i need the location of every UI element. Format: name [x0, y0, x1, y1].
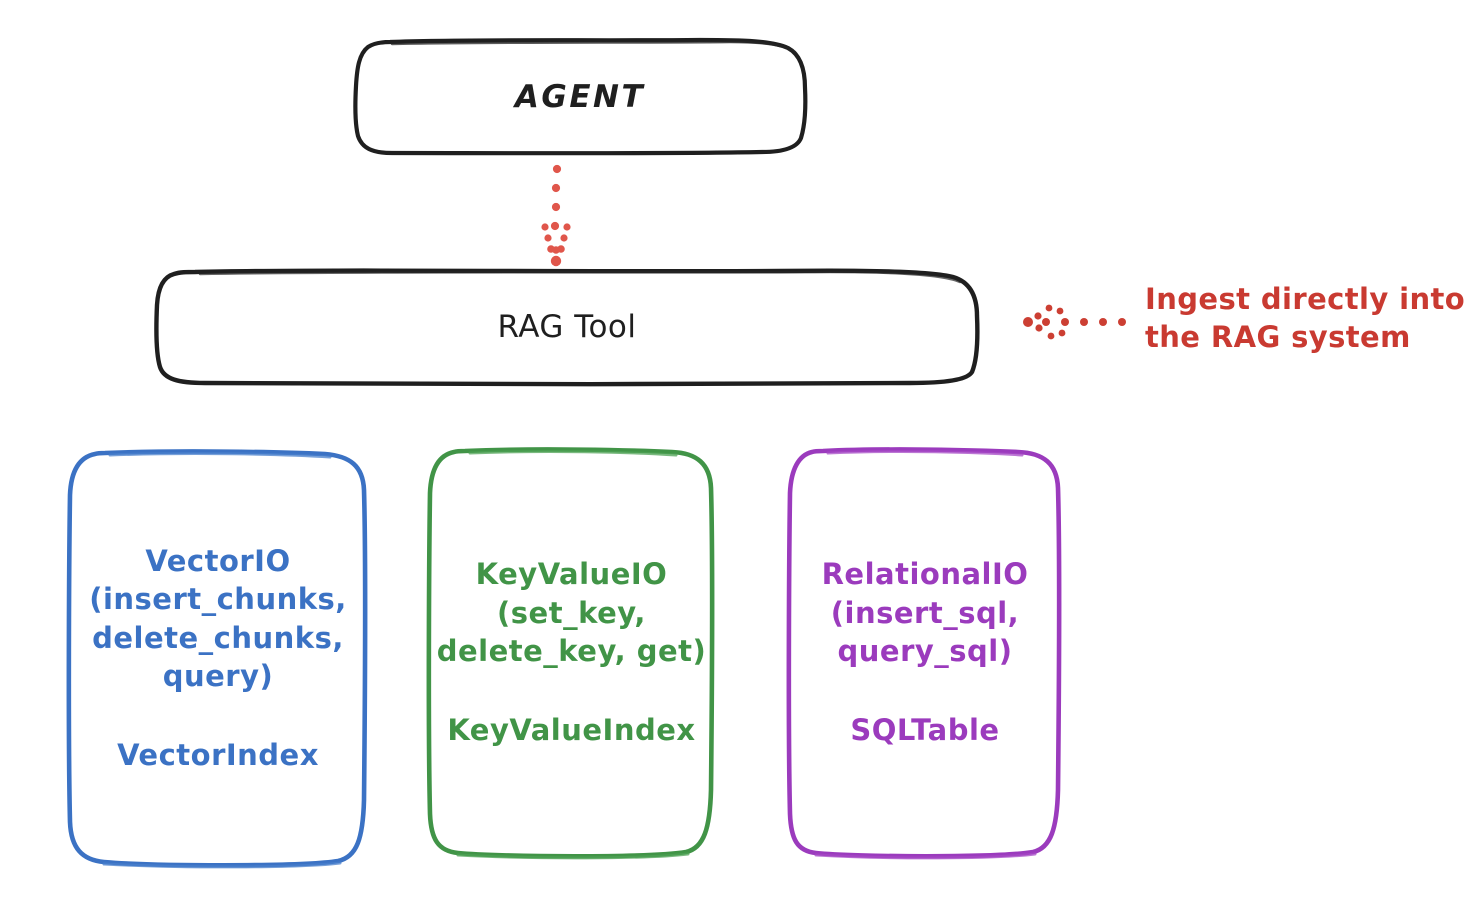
relationalio-label-group: RelationalIO (insert_sql, query_sql) SQL… [790, 450, 1060, 855]
ingest-arrow [1023, 304, 1126, 340]
vectorio-index-label: VectorIndex [117, 738, 319, 773]
keyvalueio-label-group: KeyValueIO (set_key, delete_key, get) Ke… [430, 450, 713, 855]
vectorio-label-group: VectorIO (insert_chunks, delete_chunks, … [70, 452, 366, 865]
rag-tool-label: RAG Tool [497, 308, 637, 345]
relationalio-api-label: RelationalIO (insert_sql, query_sql) [821, 557, 1029, 668]
keyvalueio-api-label: KeyValueIO (set_key, delete_key, get) [436, 557, 707, 668]
relationalio-index-label: SQLTable [850, 713, 1000, 748]
keyvalueio-index-label: KeyValueIndex [447, 713, 696, 748]
ingest-annotation-label: Ingest directly into the RAG system [1145, 282, 1466, 355]
agent-to-rag-tool-arrow [541, 164, 571, 267]
vectorio-api-label: VectorIO (insert_chunks, delete_chunks, … [89, 544, 347, 693]
agent-label: AGENT [514, 78, 646, 115]
